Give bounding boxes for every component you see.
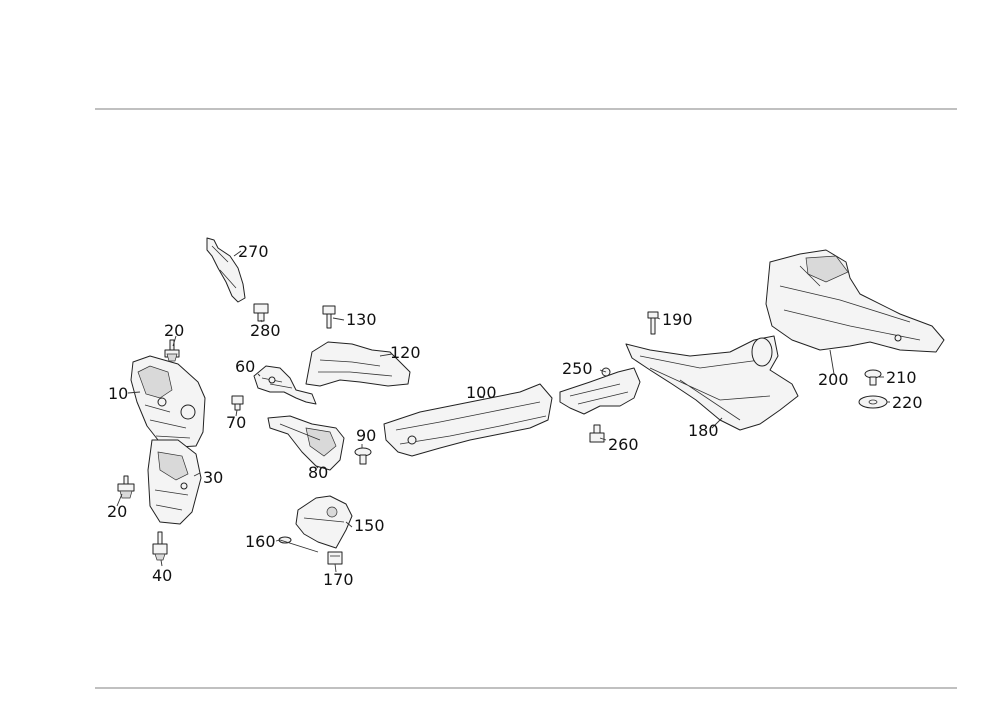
callout-260: 260: [608, 435, 639, 454]
part-40-bolt: [152, 531, 168, 561]
callout-130: 130: [346, 310, 377, 329]
part-20-bolt-top: [164, 339, 180, 362]
callout-40: 40: [152, 566, 172, 585]
callout-90: 90: [356, 426, 376, 445]
callout-160: 160: [245, 532, 276, 551]
part-190-bolt: [647, 311, 659, 335]
part-60-bracket: [253, 365, 317, 405]
part-70-bolt: [231, 395, 244, 411]
callout-labels: 10 20 20 30 40 60 70 80 90 100 120 130 1…: [107, 242, 923, 589]
callout-270: 270: [238, 242, 269, 261]
part-200-floor-shield: [765, 249, 945, 353]
part-170-clip-nut: [327, 551, 343, 565]
part-80-shield: [267, 415, 345, 471]
part-180-rear-shield: [625, 335, 799, 431]
callout-60: 60: [235, 357, 255, 376]
callout-180: 180: [688, 421, 719, 440]
part-100-tunnel-shield: [383, 383, 553, 457]
leader-lines: [116, 250, 890, 573]
callout-20-top: 20: [164, 321, 184, 340]
callout-220: 220: [892, 393, 923, 412]
part-120-heat-shield: [305, 341, 411, 387]
callout-280: 280: [250, 321, 281, 340]
callout-170: 170: [323, 570, 354, 589]
callout-80: 80: [308, 463, 328, 482]
callout-190: 190: [662, 310, 693, 329]
callout-210: 210: [886, 368, 917, 387]
part-250-shield: [559, 367, 641, 415]
part-130-bolt: [322, 305, 336, 329]
callout-70: 70: [226, 413, 246, 432]
callout-10: 10: [108, 384, 128, 403]
callout-30: 30: [203, 468, 223, 487]
callout-200: 200: [818, 370, 849, 389]
part-260-bolt: [589, 424, 605, 443]
callout-150: 150: [354, 516, 385, 535]
callout-120: 120: [390, 343, 421, 362]
part-30-lower-shield: [147, 439, 202, 525]
part-270-bracket: [206, 237, 246, 303]
part-150-bracket: [295, 495, 353, 549]
part-210-fastener: [864, 369, 882, 386]
part-90-fastener: [354, 447, 372, 465]
callout-250: 250: [562, 359, 593, 378]
part-280-bolt: [253, 303, 269, 322]
callout-100: 100: [466, 383, 497, 402]
part-20-bolt-lower: [117, 475, 135, 499]
part-10-manifold-shield: [130, 355, 206, 448]
part-220-washer: [858, 395, 888, 409]
callout-20-lower: 20: [107, 502, 127, 521]
